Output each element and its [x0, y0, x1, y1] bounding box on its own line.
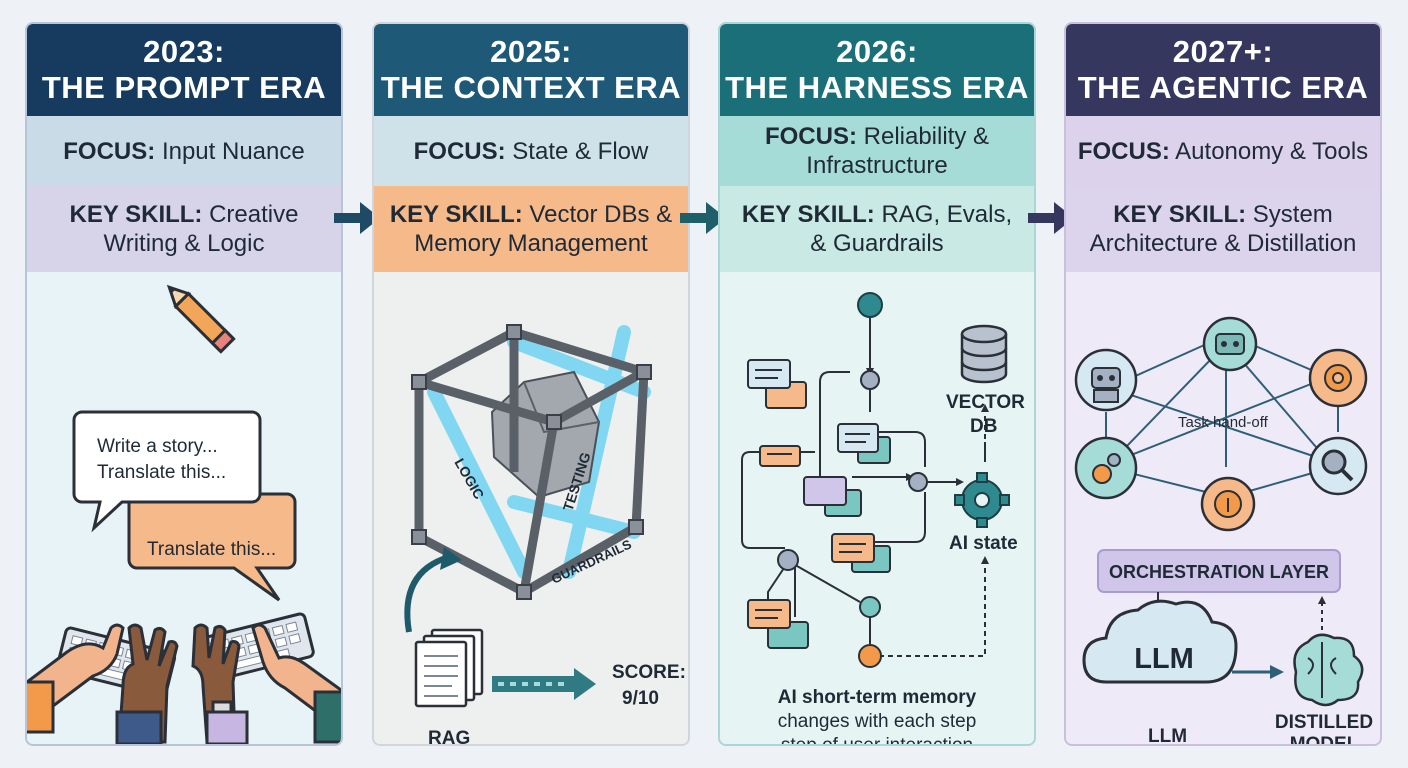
- score-value: 9/10: [622, 688, 659, 709]
- skill-label: KEY SKILL:: [389, 201, 523, 228]
- skill-label: KEY SKILL:: [1113, 201, 1247, 228]
- robot-icon: [1202, 316, 1258, 372]
- year-label: 2023:: [143, 34, 225, 69]
- gear-icon: [954, 472, 1010, 528]
- prompt-illustration: Translate this... Write a story... Trans…: [27, 284, 341, 744]
- vector-db-line-1: VECTOR: [946, 392, 1025, 413]
- chat-icon: [837, 423, 891, 464]
- panel-header: 2025: THE CONTEXT ERA: [374, 24, 688, 116]
- focus-value: Reliability & Infrastructure: [806, 123, 990, 179]
- focus-value: Autonomy & Tools: [1175, 137, 1369, 165]
- year-label: 2025:: [490, 34, 572, 69]
- era-panel-prompt: 2023: THE PROMPT ERA FOCUS: Input Nuance…: [25, 22, 343, 746]
- era-title: THE PROMPT ERA: [41, 70, 327, 105]
- harness-illustration: VECTOR DB AI state AI short-term memory …: [741, 292, 1025, 744]
- arrow-right-icon: [334, 202, 380, 234]
- focus-row: FOCUS: Reliability & Infrastructure: [720, 116, 1034, 186]
- document-icon: [414, 628, 484, 708]
- handoff-label: Task hand-off: [1178, 414, 1269, 431]
- skill-label: KEY SKILL:: [69, 201, 203, 228]
- llm-label: LLM: [1148, 726, 1187, 744]
- vector-db-line-2: DB: [970, 416, 997, 437]
- skill-row: KEY SKILL: Creative Writing & Logic: [27, 186, 341, 272]
- score-label: SCORE:: [612, 662, 686, 683]
- skill-value: RAG, Evals, & Guardrails: [810, 201, 1013, 257]
- llm-cloud-label: LLM: [1134, 643, 1194, 675]
- focus-value: Input Nuance: [161, 137, 305, 165]
- panel-header: 2027+: THE AGENTIC ERA: [1066, 24, 1380, 116]
- brain-icon: [1293, 633, 1364, 707]
- orchestration-bar: [1097, 549, 1341, 593]
- memory-title: AI short-term memory: [778, 687, 977, 708]
- year-label: 2026:: [836, 34, 918, 69]
- hand-icon: [27, 623, 341, 744]
- skill-row: KEY SKILL: Vector DBs & Memory Managemen…: [374, 186, 688, 272]
- skill-row: KEY SKILL: System Architecture & Distill…: [1066, 186, 1380, 272]
- era-title: THE CONTEXT ERA: [380, 70, 682, 105]
- skill-label: KEY SKILL:: [741, 201, 875, 228]
- gear-icon: [1074, 436, 1138, 500]
- robot-icon: [1074, 348, 1138, 412]
- focus-row: FOCUS: State & Flow: [374, 116, 688, 186]
- gear-icon: [1308, 348, 1368, 408]
- distilled-line-1: DISTILLED: [1275, 712, 1373, 733]
- panel-header: 2023: THE PROMPT ERA: [27, 24, 341, 116]
- ai-state-label: AI state: [949, 533, 1018, 554]
- chat-icon: [747, 599, 809, 649]
- era-panel-harness: 2026: THE HARNESS ERA FOCUS: Reliability…: [718, 22, 1036, 746]
- chat-icon: [759, 445, 801, 467]
- focus-label: FOCUS:: [764, 123, 857, 150]
- panel-header: 2026: THE HARNESS ERA: [720, 24, 1034, 116]
- era-panel-context: 2025: THE CONTEXT ERA FOCUS: State & Flo…: [372, 22, 690, 746]
- focus-row: FOCUS: Input Nuance: [27, 116, 341, 186]
- skill-value: Creative Writing & Logic: [103, 201, 299, 257]
- chat-icon: [72, 410, 262, 533]
- search-icon: [1308, 436, 1368, 496]
- orchestration-label: ORCHESTRATION LAYER: [1109, 562, 1329, 582]
- context-illustration: LOGIC TESTING GUARDRAILS RAG SCORE: 9/10: [404, 324, 686, 744]
- memory-line-3: step of user interaction: [781, 735, 973, 744]
- focus-label: FOCUS:: [413, 137, 506, 165]
- chat-icon: [831, 533, 891, 573]
- agentic-illustration: Task hand-off ORCHESTRATION LAYER LLM LL…: [1074, 316, 1373, 744]
- bubble-1-line-1: Write a story...: [97, 436, 218, 457]
- skill-row: KEY SKILL: RAG, Evals, & Guardrails: [720, 186, 1034, 272]
- focus-label: FOCUS:: [1077, 137, 1170, 165]
- database-icon: [960, 324, 1008, 384]
- gear-icon: [1200, 476, 1256, 532]
- memory-line-2: changes with each step: [778, 711, 977, 732]
- year-label: 2027+:: [1172, 34, 1274, 69]
- era-title: THE HARNESS ERA: [725, 70, 1029, 105]
- bubble-2-text: Translate this...: [147, 539, 276, 560]
- skill-value: System Architecture & Distillation: [1089, 201, 1357, 257]
- arrow-right-icon: [680, 202, 726, 234]
- distilled-line-2: MODEL: [1290, 734, 1359, 744]
- focus-label: FOCUS:: [63, 137, 156, 165]
- cloud-icon: [1082, 599, 1238, 684]
- beam-guardrails: GUARDRAILS: [549, 536, 634, 586]
- cube-icon: [411, 324, 652, 600]
- pencil-icon: [166, 284, 236, 354]
- rag-label: RAG: [428, 728, 470, 744]
- focus-value: State & Flow: [512, 137, 649, 165]
- bubble-1-line-2: Translate this...: [97, 462, 226, 483]
- era-panel-agentic: 2027+: THE AGENTIC ERA FOCUS: Autonomy &…: [1064, 22, 1382, 746]
- skill-value: Vector DBs & Memory Management: [414, 201, 673, 257]
- focus-row: FOCUS: Autonomy & Tools: [1066, 116, 1380, 186]
- chat-icon: [747, 359, 807, 409]
- era-title: THE AGENTIC ERA: [1077, 70, 1369, 105]
- chat-icon: [803, 476, 862, 517]
